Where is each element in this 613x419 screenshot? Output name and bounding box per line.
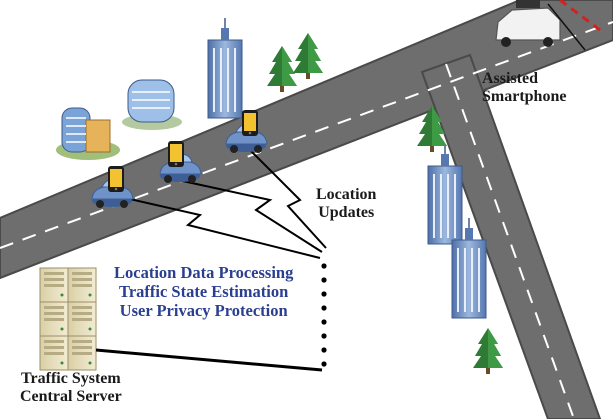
wireless-link-icon [111,149,327,259]
location-updates-label: Location Updates [316,186,376,223]
tree-icon [267,46,297,92]
central-server-label: Traffic System Central Server [20,370,122,407]
smartphone-icon [108,166,124,192]
assisted-car-icon [495,0,586,51]
function-location-data-processing: Location Data Processing [114,263,294,282]
assisted-smartphone-line-1: Assisted [482,70,539,87]
function-traffic-state-estimation: Traffic State Estimation [119,281,289,301]
location-updates-line-1: Location [316,186,377,203]
main-road-lane-marking [0,21,613,249]
server-rack-icon [39,267,97,371]
building-icon [122,79,182,130]
tree-icon [473,328,503,374]
building-icon [56,107,120,160]
tree-icon [293,33,323,79]
central-server-line-2: Central Server [20,388,122,406]
smartphone-icon [168,141,184,167]
assisted-smartphone-label: Assisted Smartphone [482,70,566,107]
central-server-line-1: Traffic System [21,370,121,387]
server-link-line [95,348,323,372]
smartphone-icon [242,110,258,136]
server-functions-label: Location Data Processing Traffic State E… [114,263,294,321]
location-updates-line-2: Updates [318,204,375,222]
side-road-lane-marking [445,63,575,419]
side-road [420,53,602,419]
function-user-privacy-protection: User Privacy Protection [119,300,288,320]
office-building-icon [207,17,243,119]
gateway-dotted-line [321,263,327,367]
assisted-smartphone-line-2: Smartphone [482,88,567,106]
